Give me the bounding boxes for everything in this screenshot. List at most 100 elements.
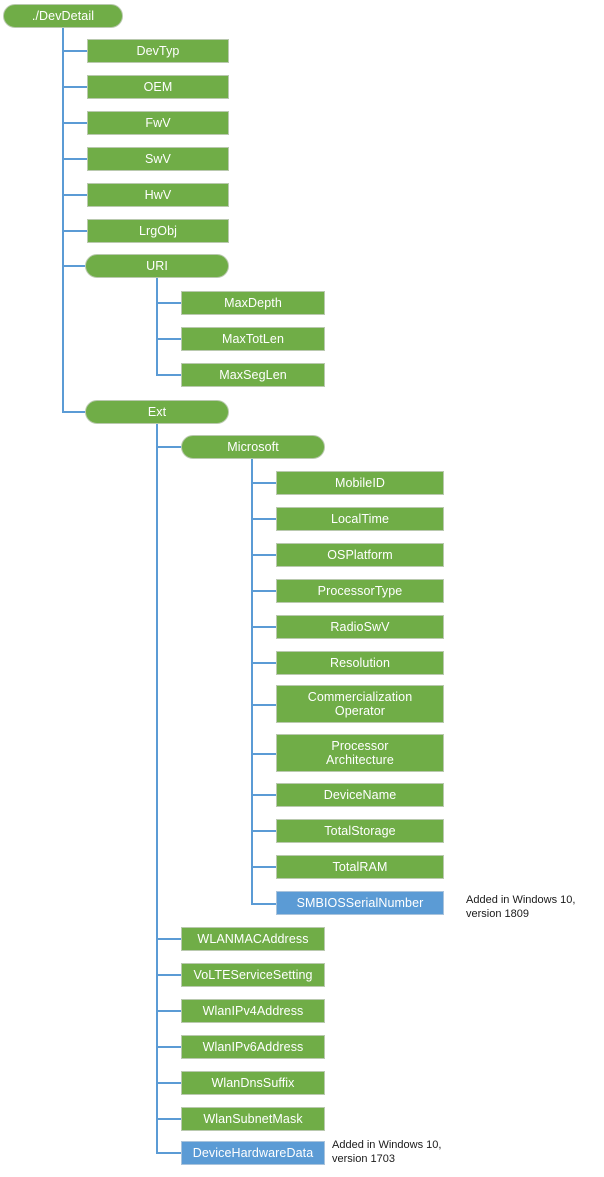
node-label: Processor Architecture: [326, 739, 394, 767]
connector-root-spine: [62, 28, 64, 412]
node-label: Resolution: [329, 656, 391, 670]
node-processortype[interactable]: ProcessorType: [276, 579, 444, 603]
node-ext[interactable]: Ext: [85, 400, 229, 424]
node-processor-architecture[interactable]: Processor Architecture: [276, 734, 444, 772]
connector-root-uri: [62, 265, 89, 267]
node-label: RadioSwV: [330, 620, 390, 634]
node-osplatform[interactable]: OSPlatform: [276, 543, 444, 567]
node-devtyp[interactable]: DevTyp: [87, 39, 229, 63]
node-wlanipv4address[interactable]: WlanIPv4Address: [181, 999, 325, 1023]
connector-ext-voltteservicesetting: [156, 974, 183, 976]
node-maxdepth[interactable]: MaxDepth: [181, 291, 325, 315]
node-label: DevTyp: [136, 44, 180, 58]
node-label: WlanDnsSuffix: [211, 1076, 295, 1090]
connector-ms-devicename: [251, 794, 278, 796]
connector-root-devtyp: [62, 50, 89, 52]
connector-uri-maxdepth: [156, 302, 183, 304]
node-swv[interactable]: SwV: [87, 147, 229, 171]
node-label: Ext: [147, 405, 167, 419]
node-label: SMBIOSSerialNumber: [296, 896, 424, 910]
node-wlansubnetmask[interactable]: WlanSubnetMask: [181, 1107, 325, 1131]
node-commercialization-operator[interactable]: Commercialization Operator: [276, 685, 444, 723]
node-label: LrgObj: [138, 224, 178, 238]
node-radioswv[interactable]: RadioSwV: [276, 615, 444, 639]
node-wlanipv6address[interactable]: WlanIPv6Address: [181, 1035, 325, 1059]
annotation-devicehardwaredata: Added in Windows 10, version 1703: [332, 1139, 442, 1165]
node-label: WlanSubnetMask: [203, 1112, 303, 1126]
connector-ms-mobileid: [251, 482, 278, 484]
node-label: VoLTEServiceSetting: [193, 968, 313, 982]
node-uri[interactable]: URI: [85, 254, 229, 278]
connector-root-swv: [62, 158, 89, 160]
node-label: ./DevDetail: [31, 9, 95, 23]
node-label: SwV: [144, 152, 171, 166]
node-smbiosserialnumber[interactable]: SMBIOSSerialNumber: [276, 891, 444, 915]
node-label: WlanIPv6Address: [202, 1040, 304, 1054]
node-label: Commercialization Operator: [307, 690, 413, 718]
node-label: LocalTime: [330, 512, 390, 526]
connector-ms-smbiosserialnumber: [251, 903, 278, 905]
connector-ms-processorarchitecture: [251, 753, 278, 755]
connector-ms-processortype: [251, 590, 278, 592]
connector-ext-wlanipv6address: [156, 1046, 183, 1048]
annotation-smbiosserialnumber: Added in Windows 10, version 1809: [466, 894, 576, 920]
node-totalstorage[interactable]: TotalStorage: [276, 819, 444, 843]
connector-root-oem: [62, 86, 89, 88]
node-label: DeviceHardwareData: [192, 1146, 314, 1160]
connector-ext-devicehardwaredata: [156, 1152, 183, 1154]
node-wlanmacaddress[interactable]: WLANMACAddress: [181, 927, 325, 951]
connector-ms-resolution: [251, 662, 278, 664]
node-devicehardwaredata[interactable]: DeviceHardwareData: [181, 1141, 325, 1165]
node-label: HwV: [144, 188, 172, 202]
node-resolution[interactable]: Resolution: [276, 651, 444, 675]
node-voltteservicesetting[interactable]: VoLTEServiceSetting: [181, 963, 325, 987]
node-label: MaxDepth: [224, 296, 282, 310]
node-wlandnssuffix[interactable]: WlanDnsSuffix: [181, 1071, 325, 1095]
node-maxtotlen[interactable]: MaxTotLen: [181, 327, 325, 351]
connector-root-fwv: [62, 122, 89, 124]
node-label: FwV: [145, 116, 171, 130]
connector-uri-maxtotlen: [156, 338, 183, 340]
connector-ms-totalstorage: [251, 830, 278, 832]
node-label: Microsoft: [227, 440, 279, 454]
connector-ext-wlanipv4address: [156, 1010, 183, 1012]
connector-uri-spine: [156, 278, 158, 376]
node-label: URI: [146, 259, 168, 273]
connector-microsoft-spine: [251, 459, 253, 905]
node-label: MaxSegLen: [219, 368, 287, 382]
node-label: OEM: [143, 80, 173, 94]
node-localtime[interactable]: LocalTime: [276, 507, 444, 531]
node-maxseglen[interactable]: MaxSegLen: [181, 363, 325, 387]
connector-root-lrgobj: [62, 230, 89, 232]
node-label: TotalStorage: [324, 824, 396, 838]
node-devicename[interactable]: DeviceName: [276, 783, 444, 807]
connector-root-hwv: [62, 194, 89, 196]
node-lrgobj[interactable]: LrgObj: [87, 219, 229, 243]
connector-ms-osplatform: [251, 554, 278, 556]
connector-ext-wlanmacaddress: [156, 938, 183, 940]
node-label: MaxTotLen: [221, 332, 285, 346]
connector-ms-totalram: [251, 866, 278, 868]
node-totalram[interactable]: TotalRAM: [276, 855, 444, 879]
connector-ms-radioswv: [251, 626, 278, 628]
connector-ext-microsoft: [156, 446, 183, 448]
connector-ext-wlansubnetmask: [156, 1118, 183, 1120]
node-label: DeviceName: [323, 788, 397, 802]
connector-ms-localtime: [251, 518, 278, 520]
node-oem[interactable]: OEM: [87, 75, 229, 99]
connector-root-ext: [62, 411, 89, 413]
node-label: TotalRAM: [332, 860, 388, 874]
node-label: OSPlatform: [327, 548, 393, 562]
connector-uri-maxseglen: [156, 374, 183, 376]
node-mobileid[interactable]: MobileID: [276, 471, 444, 495]
node-hwv[interactable]: HwV: [87, 183, 229, 207]
node-label: ProcessorType: [317, 584, 403, 598]
node-microsoft[interactable]: Microsoft: [181, 435, 325, 459]
connector-ext-spine: [156, 424, 158, 1153]
connector-ms-commercializationoperator: [251, 704, 278, 706]
node-fwv[interactable]: FwV: [87, 111, 229, 135]
node-root-devdetail[interactable]: ./DevDetail: [3, 4, 123, 28]
node-label: WLANMACAddress: [197, 932, 309, 946]
node-label: MobileID: [334, 476, 386, 490]
